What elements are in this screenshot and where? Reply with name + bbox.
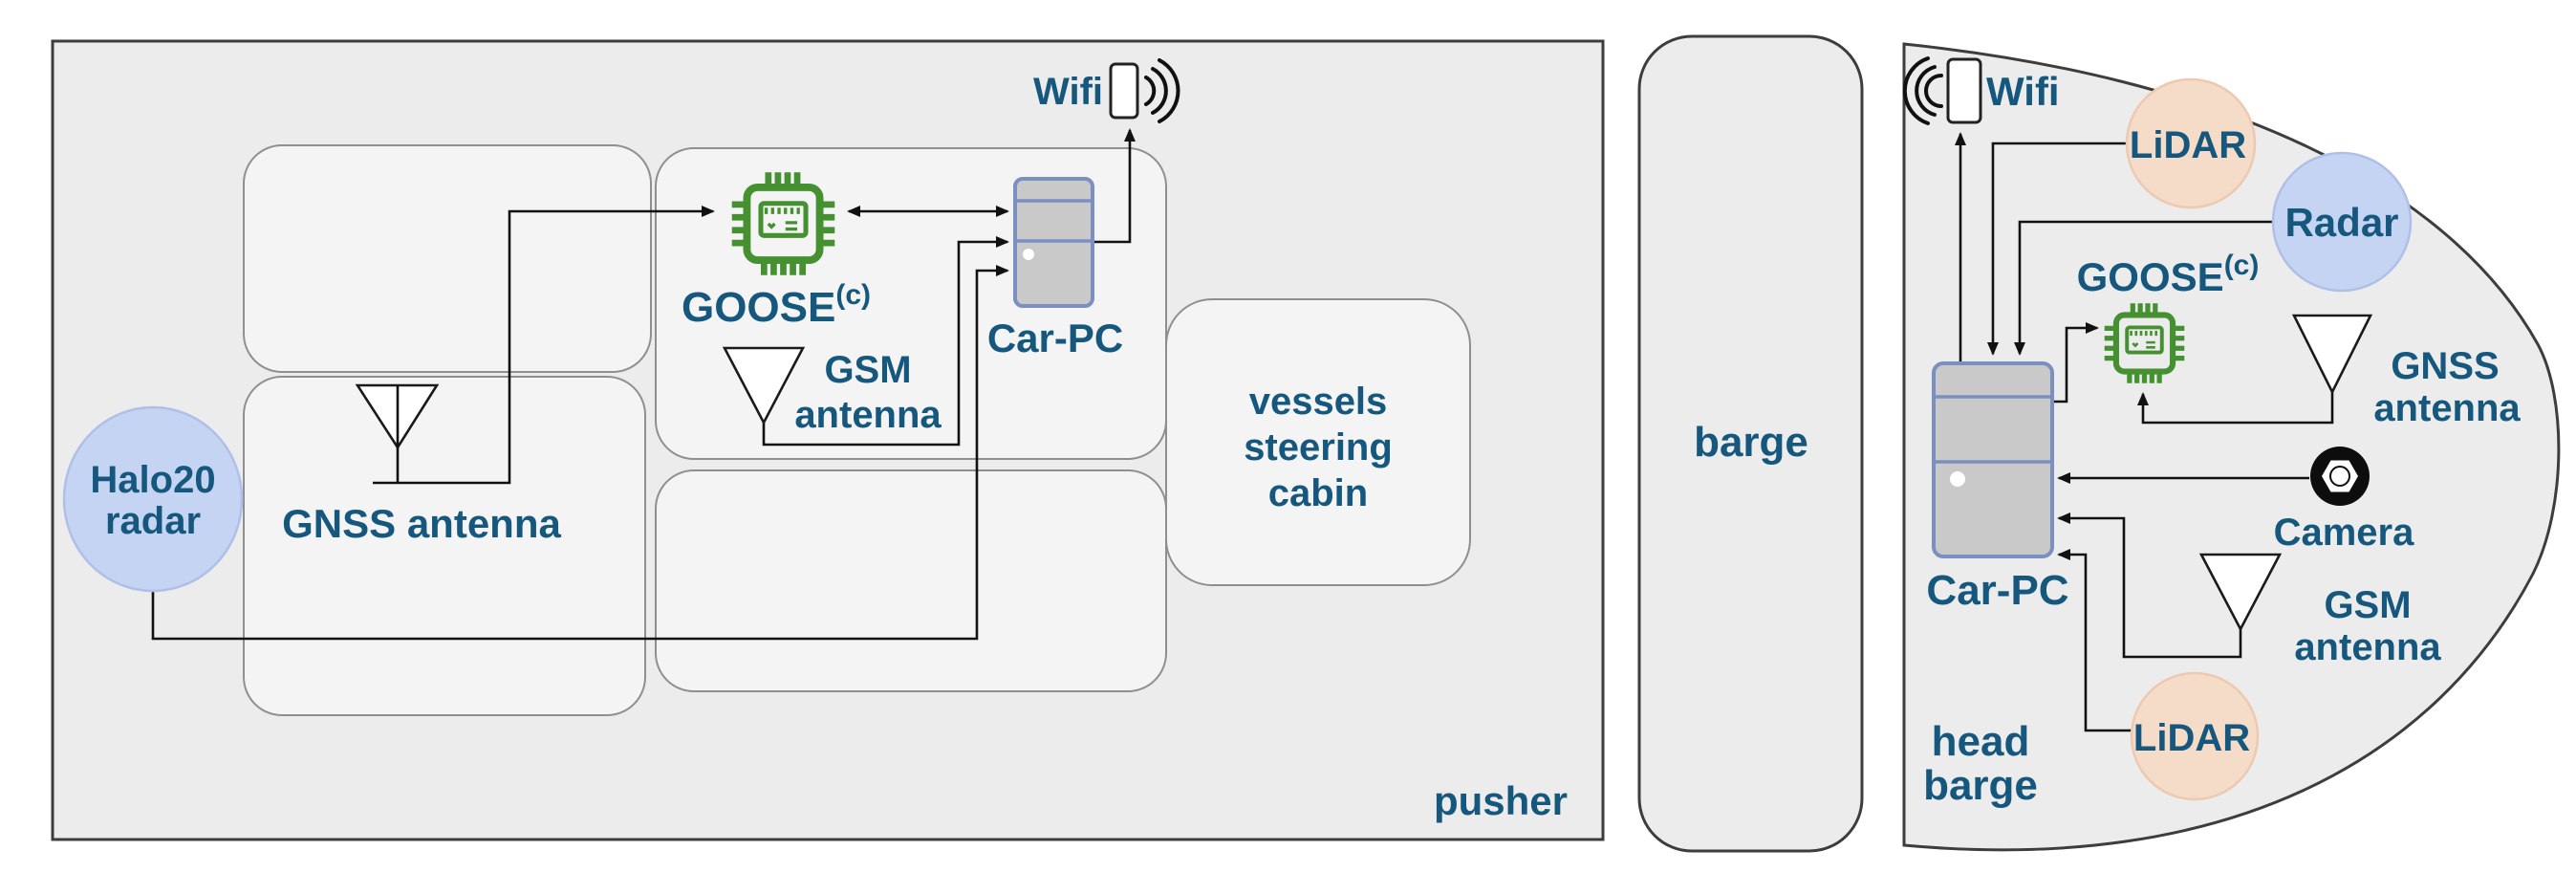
hb-lidar-bottom-label: LiDAR (2133, 717, 2250, 759)
halo20-radar-label-line2: radar (105, 500, 201, 542)
cabin-label-line2: steering (1244, 426, 1393, 469)
wifi-icon (1109, 58, 1180, 123)
hb-gsm-antenna-icon (2198, 553, 2283, 632)
car-pc-icon (1013, 177, 1094, 308)
pusher-compartment-gnss (243, 376, 646, 716)
pusher-vessel: Halo20 radar GNSS antenna GOOSE(c) GSM a… (51, 39, 1605, 841)
hb-radar-label: Radar (2284, 200, 2398, 245)
hb-car-pc-icon (1932, 361, 2054, 558)
cabin-label-line3: cabin (1268, 472, 1368, 514)
gsm-antenna-icon (722, 346, 806, 425)
gsm-antenna-label-line2: antenna (794, 394, 942, 436)
steering-cabin-box (1165, 298, 1471, 586)
hb-car-pc-label: Car-PC (1926, 567, 2068, 614)
pusher-compartment-top-left (243, 144, 652, 373)
hb-gsm-label-line1: GSM (2324, 584, 2411, 626)
hb-gnss-label-line1: GNSS (2391, 345, 2499, 387)
hb-camera-label: Camera (2274, 512, 2415, 554)
barge-label: barge (1694, 419, 1808, 466)
wire-hb-gsm-to-carpc (2057, 512, 2242, 659)
hb-gnss-antenna-icon (2291, 314, 2373, 395)
wire-carpc-to-wifi (1093, 128, 1136, 244)
hb-gsm-label-line2: antenna (2294, 626, 2441, 668)
hb-lidar-top-label: LiDAR (2130, 124, 2246, 166)
gnss-antenna-icon (355, 383, 440, 483)
wire-gnss-to-goose (373, 206, 715, 485)
pusher-label: pusher (1434, 778, 1568, 823)
hb-gnss-label-line2: antenna (2373, 387, 2521, 429)
wire-hb-lidarbottom-to-carpc (2057, 549, 2132, 732)
hb-camera-icon (2310, 447, 2370, 506)
head-barge-vessel: Wifi LiDAR Radar GOOSE(c) GNSS antenna C… (1902, 42, 2561, 852)
head-barge-label-line2: barge (1923, 762, 2038, 809)
wire-hb-carpc-to-goose (2052, 322, 2099, 403)
head-barge-label-line1: head (1932, 718, 2030, 765)
wire-hb-lidartop-to-carpc (1987, 142, 2126, 356)
hb-lidar-top-node (2125, 77, 2257, 209)
halo20-radar-node (62, 405, 244, 593)
hb-goose-label: GOOSE(c) (2077, 250, 2260, 299)
car-pc-label: Car-PC (987, 316, 1123, 360)
wire-radar-to-carpc (151, 265, 1009, 641)
barge-vessel: barge (1637, 34, 1864, 853)
gsm-antenna-label-line1: GSM (824, 349, 911, 391)
goose-label: GOOSE(c) (682, 279, 871, 331)
hb-wifi-icon (1902, 56, 1982, 125)
cabin-label-line1: vessels (1249, 381, 1388, 423)
pusher-compartment-bottom-right (655, 469, 1167, 692)
barge-hull (1637, 34, 1864, 853)
hb-lidar-bottom-node (2130, 671, 2260, 801)
hb-radar-node (2271, 151, 2413, 293)
hb-wifi-label: Wifi (1986, 69, 2060, 114)
wire-hb-radar-to-carpc (2014, 220, 2272, 356)
halo20-radar-label-line1: Halo20 (90, 459, 215, 501)
wifi-label: Wifi (1033, 71, 1103, 113)
gnss-antenna-label: GNSS antenna (282, 501, 561, 546)
wire-gsm-to-carpc (762, 236, 1009, 447)
